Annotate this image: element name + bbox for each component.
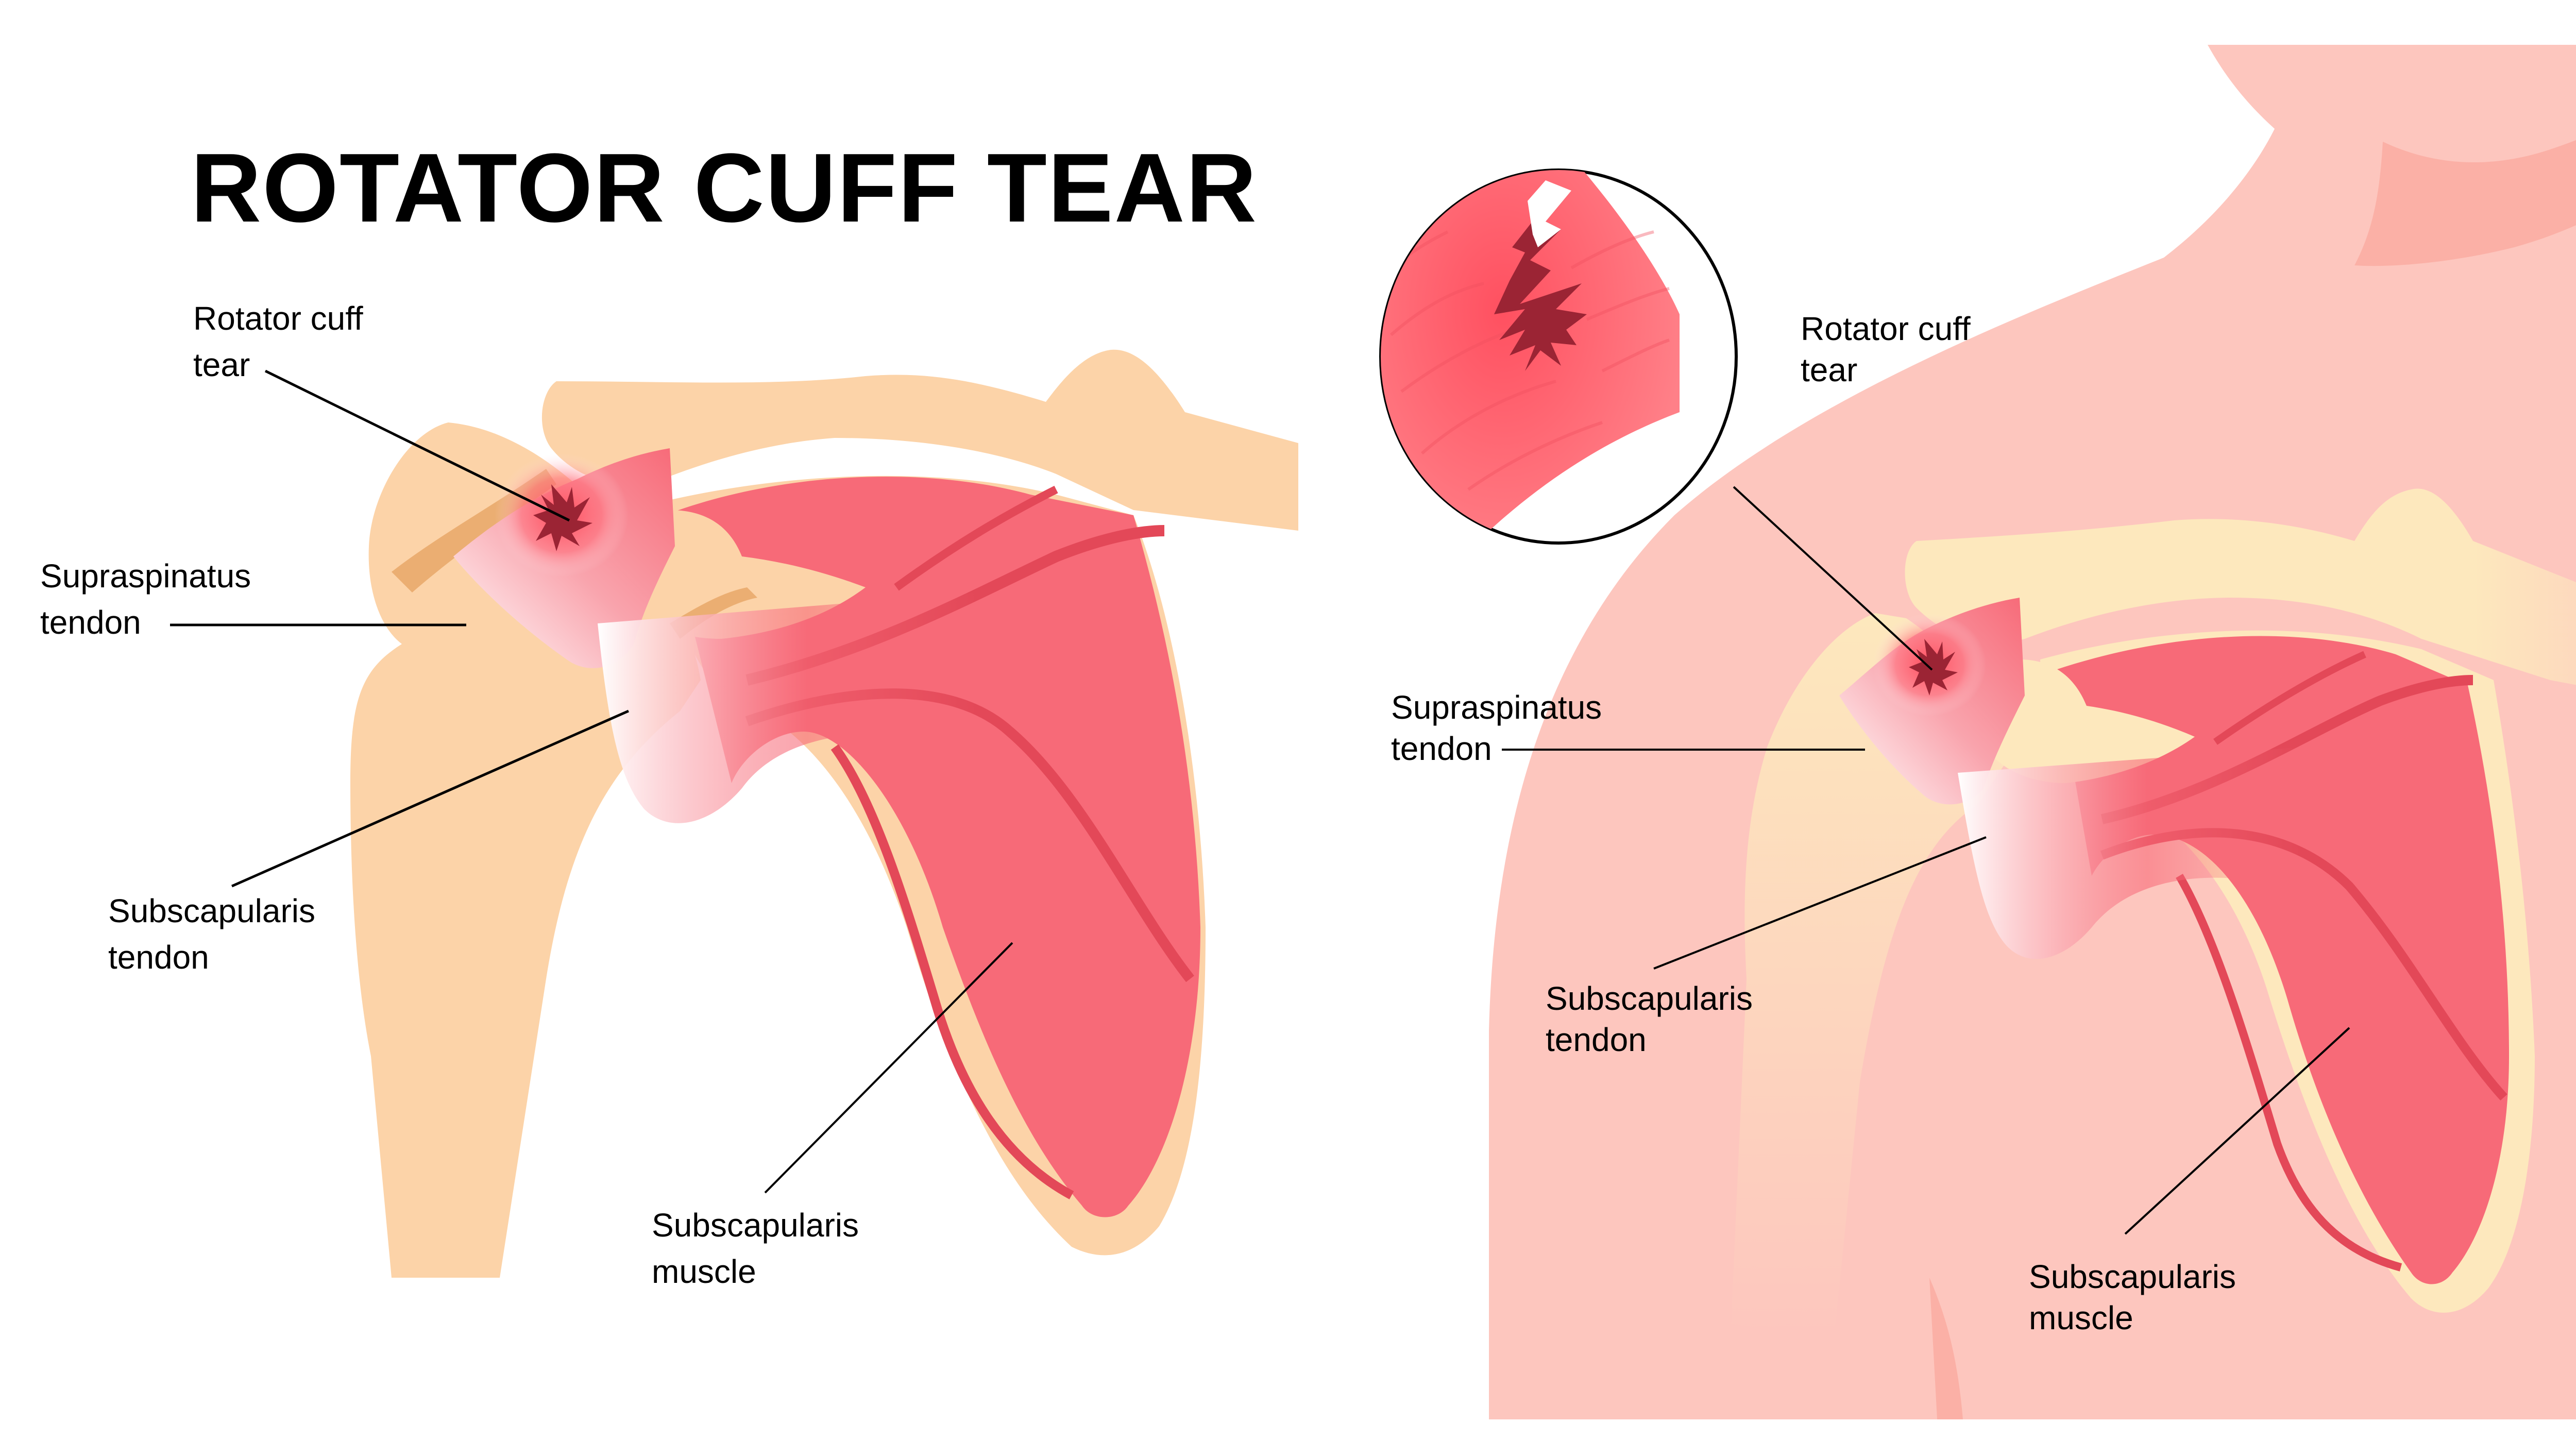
page-title: ROTATOR CUFF TEAR (191, 133, 1258, 243)
svg-text:Subscapularis: Subscapularis (652, 1207, 859, 1244)
svg-text:tendon: tendon (1391, 730, 1492, 767)
svg-text:muscle: muscle (2029, 1299, 2133, 1336)
svg-text:tear: tear (193, 346, 250, 383)
svg-text:muscle: muscle (652, 1253, 756, 1290)
svg-text:tendon: tendon (40, 604, 141, 641)
svg-text:Supraspinatus: Supraspinatus (1391, 689, 1602, 726)
svg-text:Subscapularis: Subscapularis (2029, 1258, 2236, 1295)
left-label-supraspinatus-tendon: Supraspinatus tendon (40, 557, 466, 641)
coracoid-process (1973, 659, 2195, 783)
left-label-subscapularis-tendon: Subscapularis tendon (108, 709, 630, 976)
subscapularis-tendon (1958, 747, 2303, 959)
svg-text:Rotator cuff: Rotator cuff (193, 300, 363, 337)
magnified-tear (1494, 191, 1587, 371)
svg-text:Subscapularis: Subscapularis (108, 892, 315, 929)
left-label-rotator-cuff-tear: Rotator cuff tear (193, 300, 570, 522)
right-label-subscapularis-tendon: Subscapularis tendon (1546, 836, 1987, 1058)
clavicle-bone (541, 349, 1298, 531)
svg-text:tear: tear (1801, 351, 1857, 388)
left-shoulder-illustration (350, 349, 1298, 1278)
svg-text:Supraspinatus: Supraspinatus (40, 557, 251, 595)
clavicle-bone (1905, 488, 2576, 685)
right-shoulder-illustration (1489, 45, 2576, 1419)
right-label-subscapularis-muscle: Subscapularis muscle (2029, 1027, 2350, 1336)
magnified-muscle (1381, 170, 1680, 543)
right-label-rotator-cuff-tear: Rotator cuff tear (1801, 310, 1971, 388)
tear-mark (1909, 639, 1958, 696)
right-label-supraspinatus-tendon: Supraspinatus tendon (1391, 689, 1865, 767)
magnifier-inset (1379, 168, 1933, 671)
left-label-subscapularis-muscle: Subscapularis muscle (652, 942, 1013, 1290)
subscapularis-tendon (598, 592, 979, 823)
svg-text:Rotator cuff: Rotator cuff (1801, 310, 1971, 347)
svg-text:tendon: tendon (1546, 1021, 1647, 1058)
svg-text:tendon: tendon (108, 939, 209, 976)
svg-text:Subscapularis: Subscapularis (1546, 980, 1753, 1017)
